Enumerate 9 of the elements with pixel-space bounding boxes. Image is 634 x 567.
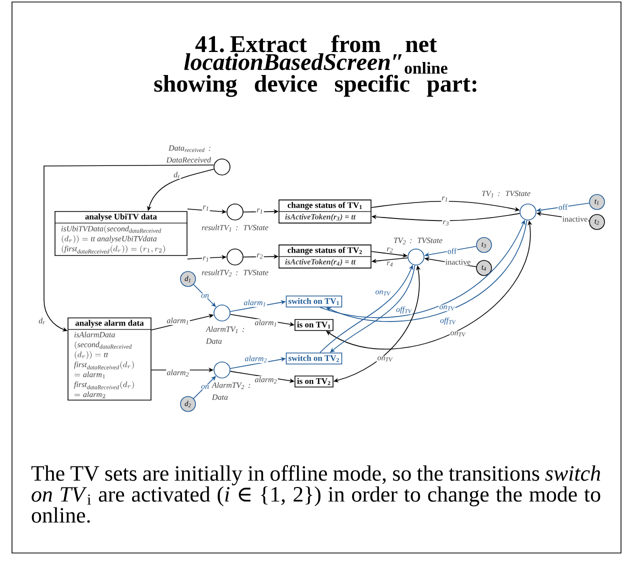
caption-text: The TV sets are initially in offline mode, so the transitions switch on TV$_{i}$ are activated (i ∈ {1, 2}) in order to change the mode to online. [31, 465, 600, 523]
transition-box: switch on TV$_{2}$ [286, 352, 342, 364]
transition-box: analyse alarm data $\mathit{isAlarmData}\allowbreak(\mathit{second}_{\mathit{dataReceived}}\allowbreak(d_r)) = \mathit{tt}\allowbreak\ \mathit{first}_{\mathit{dataReceived}}\allowbreak(d_r)\allowbreak = \mathit{alarm}_1\allowbreak\ \mathit{first}_{\mathit{dataReceived}}\allowbreak(d_r)\allowbreak = \mathit{alarm}_2$ [68, 317, 152, 400]
transition-box: analyse UbiTV data $\mathit{isUbiTVData}(\mathit{second}_{\mathit{dataReceived}}\allowbreak(d_r)) = \mathit{tt}\allowbreak\ \mathit{analyseUbiTVdata}\allowbreak(\mathit{first}_{\mathit{dataReceived}}(d_r))\allowbreak = (r_1, r_2)$ [54, 211, 188, 256]
arc-arrow [44, 164, 214, 332]
transition-box: switch on TV$_{1}$ [286, 296, 342, 308]
title: 41. Extract from net locationBasedScreen″$_{online}$ showing device specific part: [154, 35, 476, 97]
transition-box: is on TV$_{2}$ [294, 376, 334, 388]
transition-box: is on TV$_{1}$ [294, 319, 334, 331]
